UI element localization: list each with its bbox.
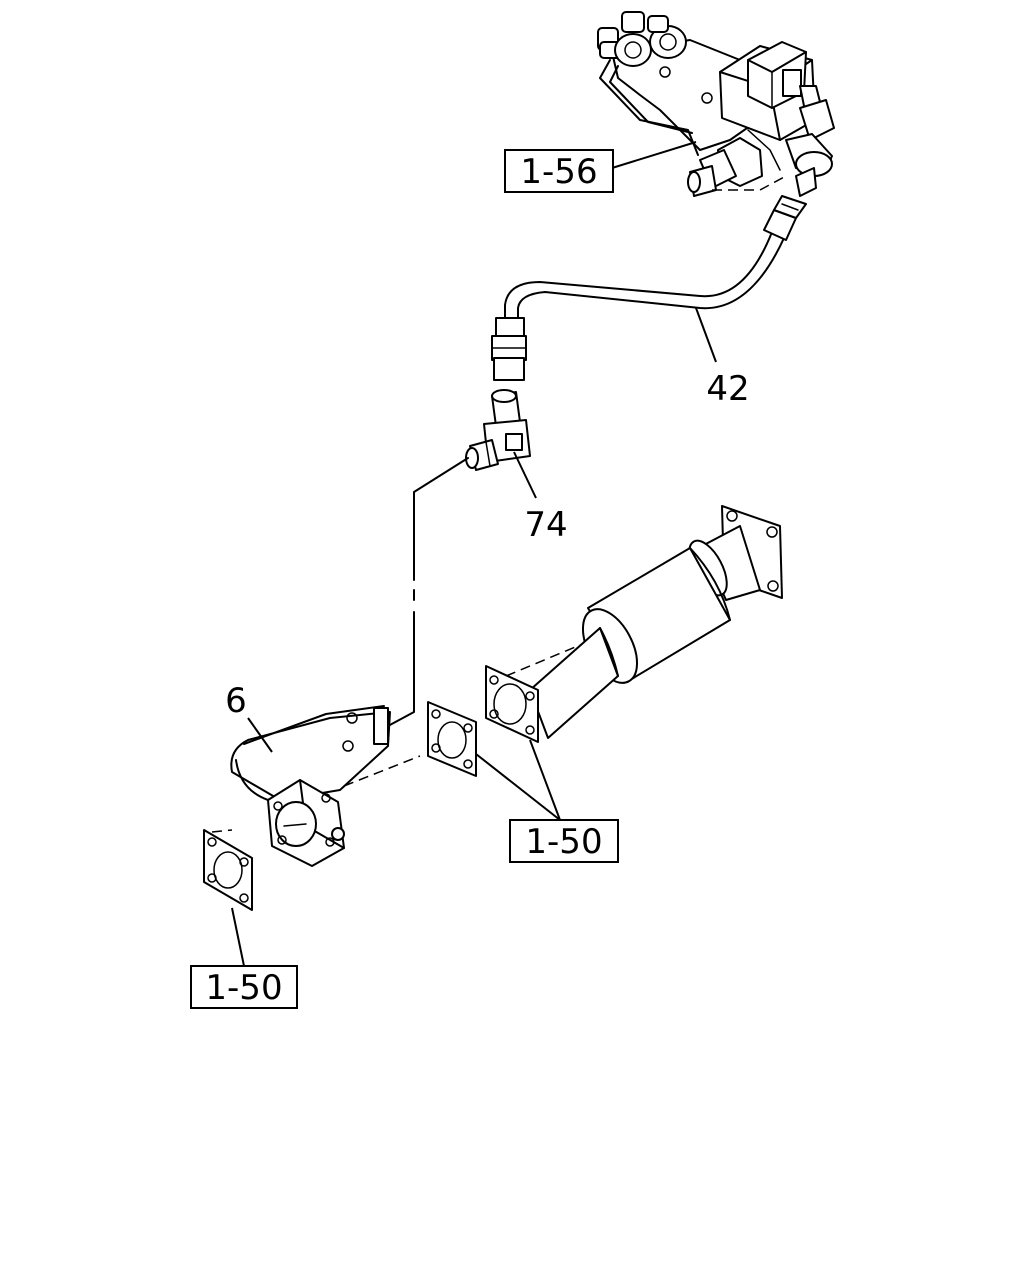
gasket-left — [203, 829, 253, 911]
catalytic-converter — [505, 505, 783, 739]
inlet-flange — [485, 665, 539, 743]
callout-1-56-text: 1-56 — [520, 152, 597, 192]
leader-lines — [231, 141, 717, 967]
callout-1-50-left-text: 1-50 — [205, 968, 282, 1008]
exhaust-flange-6 — [230, 705, 421, 867]
callout-74: 74 — [524, 505, 567, 545]
hose-42 — [491, 195, 807, 381]
callout-1-50-right: 1-50 — [509, 819, 619, 863]
callout-6: 6 — [225, 681, 247, 721]
callout-1-50-right-text: 1-50 — [525, 822, 602, 862]
gasket-middle — [427, 701, 477, 777]
sensor-pipe-line — [387, 457, 469, 727]
callout-1-50-left: 1-50 — [190, 965, 298, 1009]
elbow-fitting-74 — [465, 389, 531, 471]
callout-42: 42 — [706, 369, 749, 409]
valve-bracket-assembly — [597, 11, 835, 197]
callout-1-56: 1-56 — [504, 149, 614, 193]
